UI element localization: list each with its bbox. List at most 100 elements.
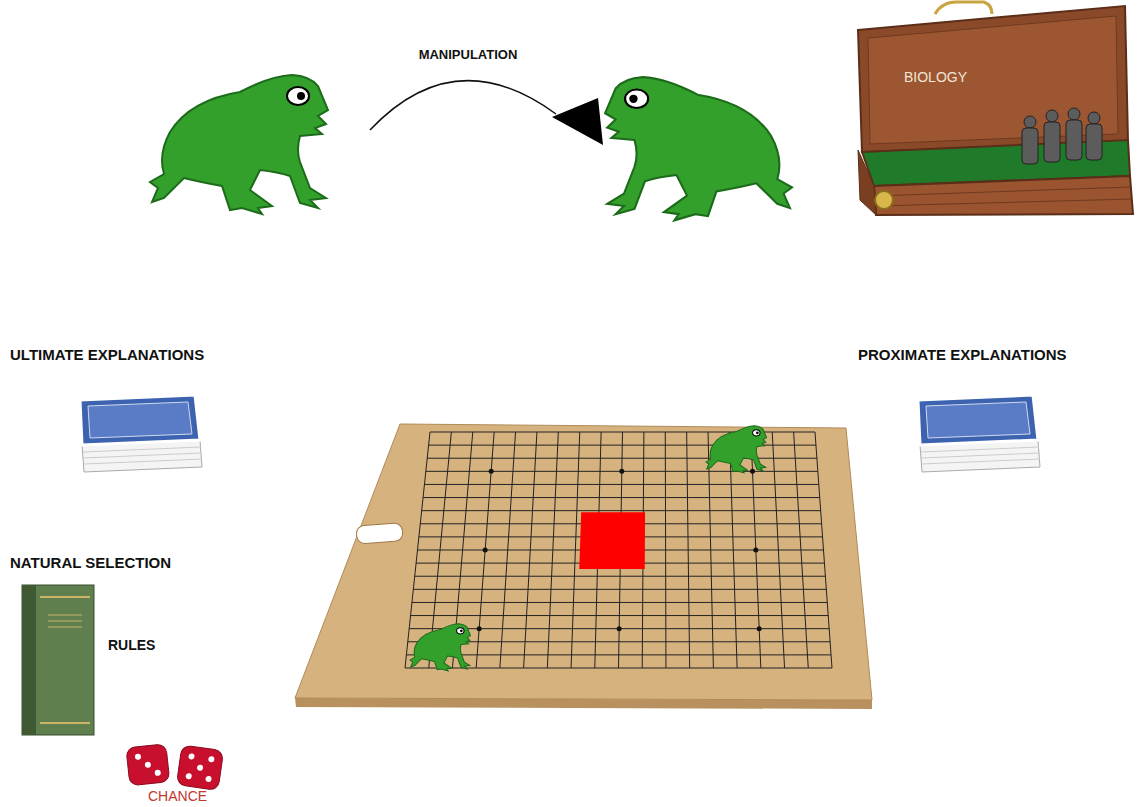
biology-chest-part-part <box>1086 124 1102 160</box>
dice-part-part <box>145 762 152 769</box>
dice-label: CHANCE <box>148 789 207 803</box>
star-point <box>757 626 762 631</box>
game-board-part <box>356 523 403 544</box>
chest-lid-label-text: BIOLOGY <box>904 70 970 84</box>
frog-piece <box>706 426 767 473</box>
biology-chest-part <box>876 199 1132 206</box>
star-point <box>483 548 488 553</box>
frog-figure-part <box>629 95 637 103</box>
dice-part-part <box>188 753 195 760</box>
card-deck-part <box>918 395 1038 445</box>
card-deck-part <box>88 402 192 438</box>
dice-part-part <box>208 756 215 763</box>
grid-line <box>794 432 809 668</box>
rule-book-part <box>22 585 94 735</box>
rule-book-part <box>48 615 82 616</box>
target-square <box>579 512 645 569</box>
star-point <box>750 469 755 474</box>
frog-piece-part <box>410 624 471 671</box>
rule-book-part <box>22 585 36 735</box>
frog-piece <box>410 624 471 671</box>
grid-line <box>406 654 831 655</box>
biology-chest-part <box>874 176 1133 215</box>
biology-chest-part-part <box>1044 122 1060 162</box>
dice-part-part <box>154 770 161 777</box>
grid-line <box>412 602 827 603</box>
frog-figure <box>605 77 792 220</box>
section-label: NATURAL SELECTION <box>10 555 171 570</box>
illustration-part <box>410 426 767 671</box>
grid-line <box>815 432 832 668</box>
card-deck-part <box>83 447 201 452</box>
dice-part-part <box>185 773 192 780</box>
chest-lid-label: BIOLOGY <box>900 66 974 90</box>
dice-part-part <box>205 776 212 783</box>
biology-chest-part <box>875 187 1131 196</box>
dice-part <box>176 745 223 790</box>
frog-piece-part <box>457 628 464 634</box>
dice <box>126 744 224 791</box>
manipulation-arrow-part <box>552 98 603 145</box>
grid-line <box>687 432 690 668</box>
biology-chest-part-part <box>1068 108 1080 120</box>
frog-figure-part <box>150 75 328 214</box>
card-deck-part <box>84 459 202 464</box>
biology-chest-part <box>858 150 876 215</box>
dice-part-part <box>135 753 142 760</box>
deck-label: ULTIMATE EXPLANATIONS <box>10 347 204 362</box>
frog-piece-part <box>753 430 760 436</box>
frog-figure-part <box>287 87 309 105</box>
frog-figure-part <box>625 90 648 109</box>
dice-part-part <box>176 745 223 790</box>
game-board <box>295 424 872 709</box>
frog-piece-part <box>460 629 463 632</box>
rule-book-part <box>48 627 82 628</box>
star-point <box>753 548 758 553</box>
frog-figure-part <box>297 92 305 100</box>
arrow-label: MANIPULATION <box>419 48 518 61</box>
grid-line <box>413 589 826 590</box>
biology-chest-part <box>1022 108 1102 164</box>
star-point <box>477 626 482 631</box>
grid-line <box>772 432 784 668</box>
biology-chest-part-part <box>1066 120 1082 160</box>
frog-figure-part <box>605 77 792 220</box>
grid-line <box>411 615 829 616</box>
manipulation-arrow-part <box>370 81 556 130</box>
card-deck-part <box>926 402 1030 438</box>
biology-chest-part-part <box>1088 112 1100 124</box>
card-deck <box>918 395 1040 472</box>
rule-book-part <box>40 722 90 724</box>
dice-part-part <box>197 764 204 771</box>
grid-line <box>408 641 830 642</box>
star-point <box>619 469 624 474</box>
frog-piece-part <box>756 431 759 434</box>
frog-piece-part <box>706 426 767 473</box>
dice-part-part <box>126 744 170 786</box>
rule-book-part <box>40 596 90 598</box>
grid-line <box>415 576 826 577</box>
star-point <box>489 469 494 474</box>
card-deck-part <box>921 447 1039 452</box>
card-deck <box>80 395 202 472</box>
frog-figure <box>150 75 328 214</box>
biology-chest-part-part <box>1024 116 1036 128</box>
grid-line <box>405 668 832 669</box>
rule-book-part <box>48 621 82 622</box>
card-deck-part <box>80 395 200 445</box>
biology-chest-part-part <box>1022 128 1038 164</box>
card-deck-part <box>921 453 1039 458</box>
biology-chest <box>858 2 1133 215</box>
book-label: RULES <box>108 638 155 652</box>
game-board-part <box>295 424 872 700</box>
biology-chest-part-part <box>1046 110 1058 122</box>
biology-chest-part <box>935 2 992 14</box>
star-point <box>617 626 622 631</box>
manipulation-arrow <box>370 81 603 145</box>
dice-part <box>126 744 170 786</box>
deck-label: PROXIMATE EXPLANATIONS <box>858 347 1067 362</box>
grid-line <box>665 432 667 668</box>
